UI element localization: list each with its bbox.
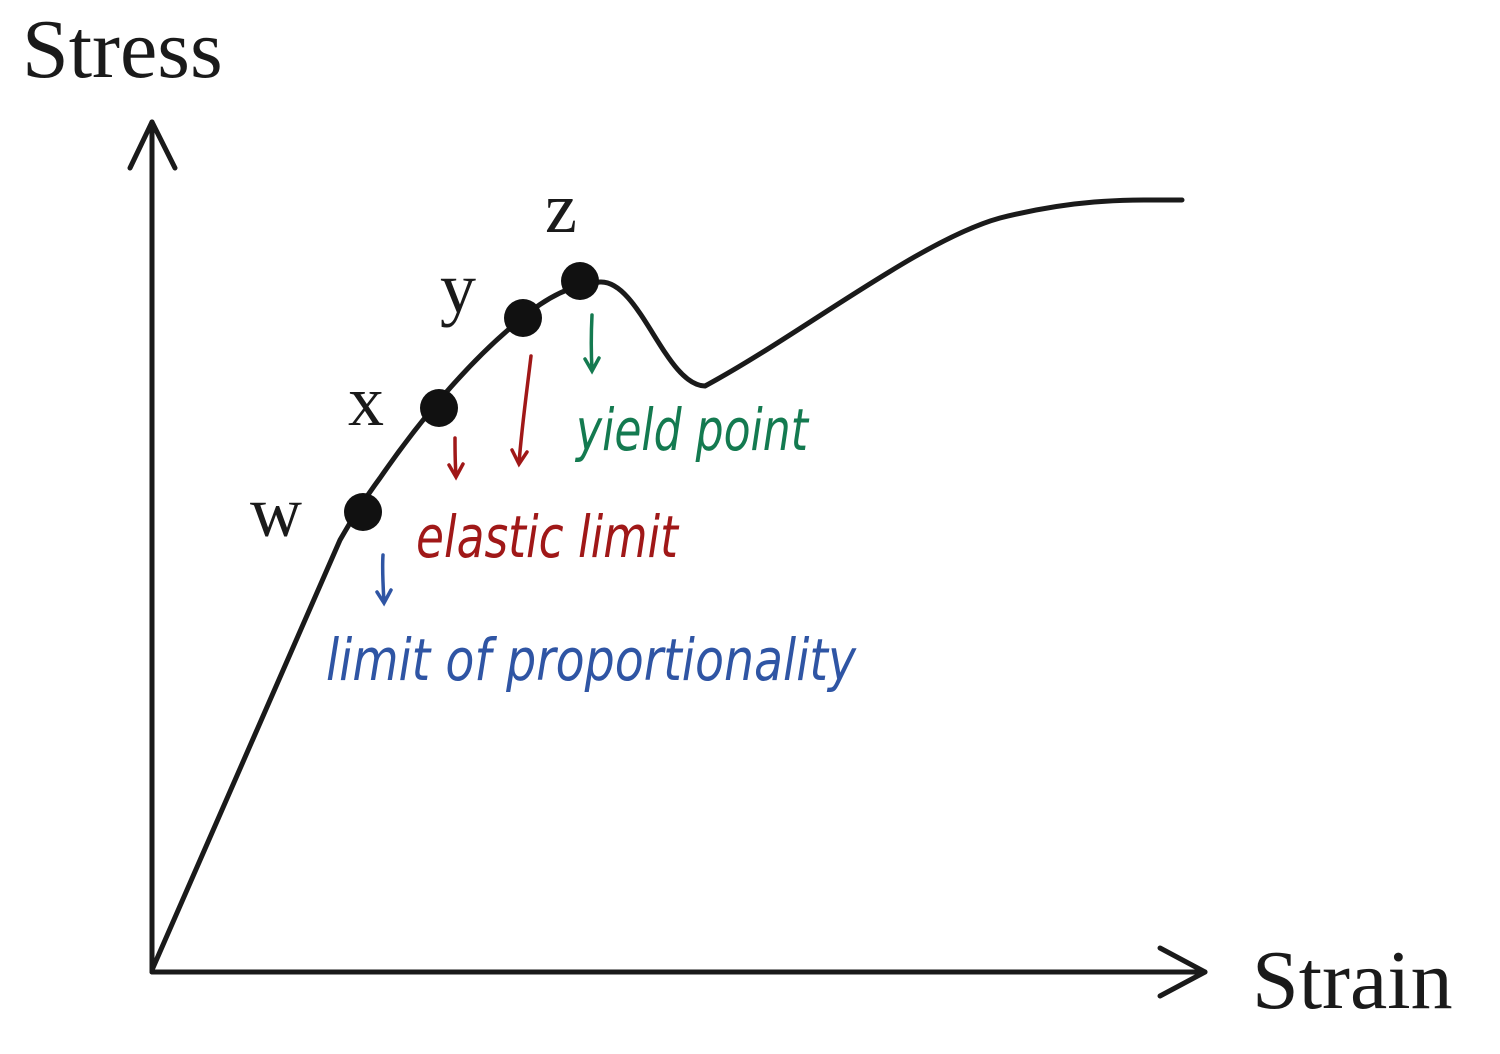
point-label-x: x <box>348 361 384 441</box>
arrow-proportionality <box>375 553 393 607</box>
curve-points <box>344 262 599 531</box>
axes <box>127 119 1208 999</box>
annotation-elastic-limit: elastic limit <box>416 503 680 571</box>
point-x <box>420 389 458 427</box>
point-z <box>561 262 599 300</box>
point-label-z: z <box>545 168 577 248</box>
point-w <box>344 493 382 531</box>
y-axis-arrowhead <box>127 119 178 171</box>
arrow-yield-point <box>583 313 601 375</box>
arrow-elastic-limit-x <box>447 436 465 481</box>
arrow-elastic-limit-y <box>510 354 533 468</box>
annotation-limit-of-proportionality: limit of proportionality <box>326 626 857 694</box>
y-axis-label: Stress <box>22 3 223 96</box>
x-axis-arrowhead <box>1157 945 1208 999</box>
stress-strain-curve <box>149 197 1185 973</box>
point-label-y: y <box>440 248 476 328</box>
x-axis-label: Strain <box>1252 934 1453 1027</box>
point-label-w: w <box>250 472 302 552</box>
point-y <box>504 299 542 337</box>
annotation-yield-point: yield point <box>574 396 809 464</box>
